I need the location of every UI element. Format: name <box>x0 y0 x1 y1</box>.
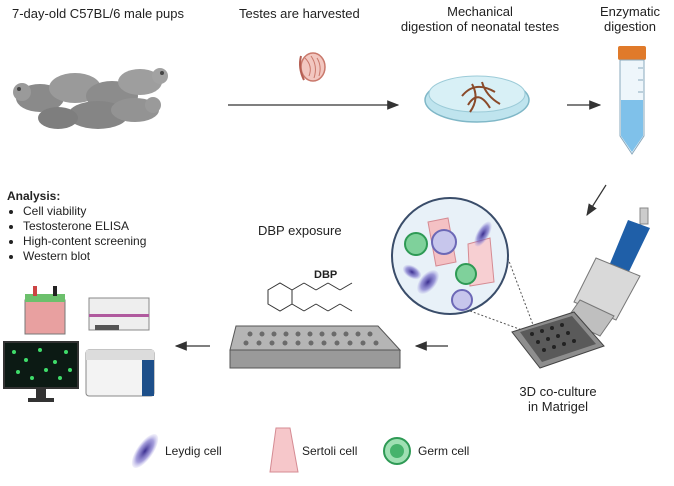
analysis-item-elisa: Testosterone ELISA <box>23 219 146 234</box>
exposure-well-plate-icon <box>229 325 402 369</box>
plate-reader-icon <box>88 297 150 331</box>
step-enzymatic-label: Enzymatic digestion <box>590 4 670 34</box>
step-enzymatic-line1: Enzymatic <box>600 4 660 19</box>
coculture-label: 3D co-culture in Matrigel <box>498 384 618 414</box>
dbp-molecule-label: DBP <box>314 269 338 281</box>
cell-zoom-circle <box>391 197 536 331</box>
analysis-heading: Analysis: <box>7 189 61 203</box>
dbp-exposure-label: DBP exposure <box>258 223 342 238</box>
legend-leydig-label: Leydig cell <box>165 444 222 458</box>
analysis-item-cell-viability: Cell viability <box>23 204 146 219</box>
petri-dish-icon <box>424 75 530 123</box>
coculture-well-plate-icon <box>511 311 605 369</box>
leydig-cell-icon <box>131 433 159 469</box>
analysis-panel: Analysis: Cell viability Testosterone EL… <box>7 189 146 264</box>
legend-germ-label: Germ cell <box>418 444 470 458</box>
arrow-tube-to-pipette <box>586 184 607 217</box>
coculture-line1: 3D co-culture <box>519 384 597 399</box>
falcon-tube-icon <box>618 46 646 155</box>
analysis-item-western-blot: Western blot <box>23 249 146 264</box>
mice-illustration <box>13 68 168 129</box>
hcs-instrument-icon <box>85 349 155 397</box>
step-mechanical-line1: Mechanical <box>447 4 513 19</box>
step-harvest-label: Testes are harvested <box>239 6 360 21</box>
sertoli-cell-icon <box>269 427 299 473</box>
step-enzymatic-line2: digestion <box>603 19 657 34</box>
germ-cell-icon <box>383 437 411 465</box>
western-blot-tank-icon <box>24 286 66 335</box>
hcs-monitor-icon <box>3 341 79 402</box>
analysis-item-hcs: High-content screening <box>23 234 146 249</box>
step-pups-label: 7-day-old C57BL/6 male pups <box>12 6 184 21</box>
legend-sertoli-label: Sertoli cell <box>302 444 358 458</box>
testis-icon <box>299 52 326 82</box>
step-mechanical-label: Mechanical digestion of neonatal testes <box>380 4 580 34</box>
dbp-molecule-structure <box>267 282 353 312</box>
coculture-line2: in Matrigel <box>528 399 588 414</box>
step-mechanical-line2: digestion of neonatal testes <box>400 19 560 34</box>
analysis-list: Cell viability Testosterone ELISA High-c… <box>7 204 146 264</box>
